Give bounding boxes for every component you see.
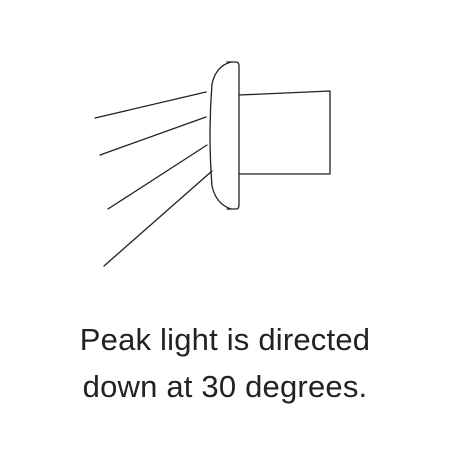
caption-line-1: Peak light is directed xyxy=(79,322,371,357)
light-ray-1 xyxy=(94,91,207,119)
light-ray-4 xyxy=(103,170,213,267)
light-ray-3 xyxy=(107,144,208,210)
light-ray-2 xyxy=(99,116,207,156)
fixture-flange xyxy=(226,61,240,210)
fixture-housing xyxy=(238,90,331,175)
light-fixture-diagram xyxy=(94,61,331,267)
caption-line-2: down at 30 degrees. xyxy=(82,369,368,404)
fixture-lens xyxy=(209,61,232,210)
